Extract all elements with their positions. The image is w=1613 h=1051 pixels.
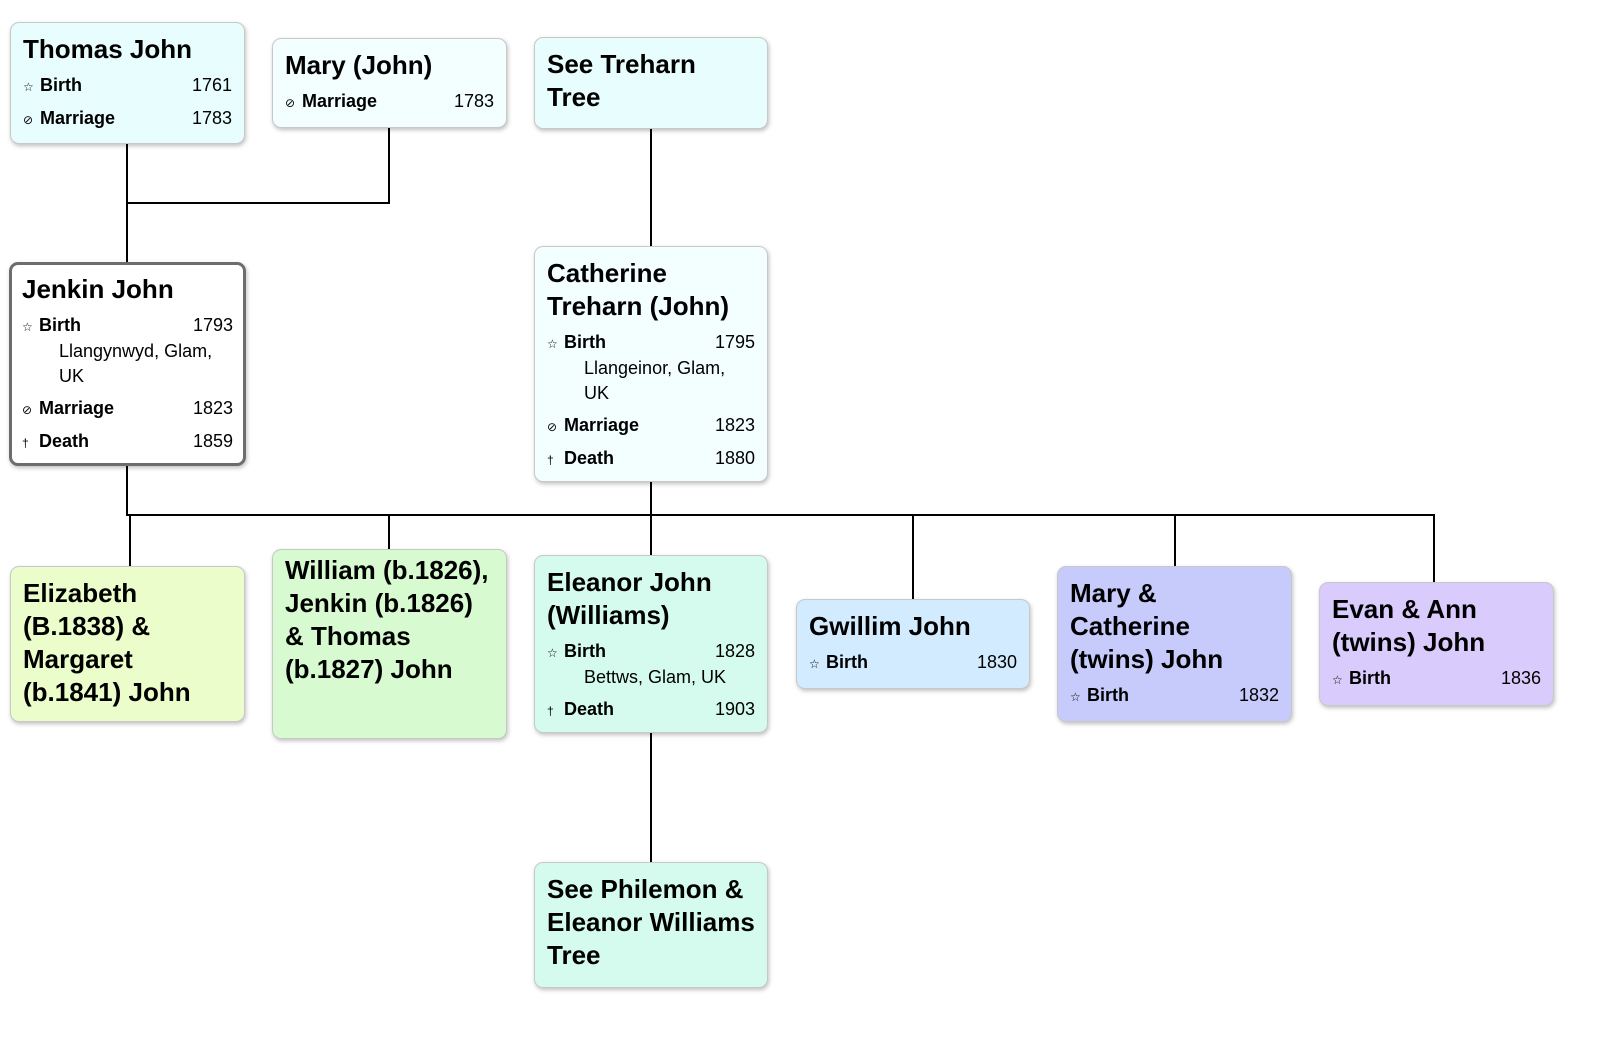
- birth-star-icon: ☆: [23, 80, 34, 94]
- person-name: See Philemon & Eleanor Williams Tree: [547, 874, 755, 970]
- person-name: Elizabeth (B.1838) & Margaret (b.1841) J…: [23, 578, 191, 707]
- event-birth: ☆Birth 1795: [547, 330, 755, 356]
- person-name: Mary (John): [285, 50, 433, 80]
- marriage-rings-icon: ⊘: [23, 113, 34, 127]
- event-death: †Death 1880: [547, 446, 755, 472]
- birth-star-icon: ☆: [22, 320, 33, 334]
- person-card-eleanor-john[interactable]: Eleanor John (Williams) ☆Birth 1828 Bett…: [534, 555, 768, 733]
- event-death: †Death 1903: [547, 697, 755, 723]
- person-name: See Treharn Tree: [547, 49, 696, 112]
- event-marriage: ⊘Marriage 1823: [547, 413, 755, 439]
- birth-star-icon: ☆: [1332, 673, 1343, 687]
- person-card-mary-catherine-twins[interactable]: Mary & Catherine (twins) John ☆Birth 183…: [1057, 566, 1292, 722]
- event-birth: ☆Birth 1761: [23, 73, 232, 99]
- event-birth: ☆Birth 1830: [809, 650, 1017, 676]
- marriage-rings-icon: ⊘: [22, 403, 33, 417]
- see-philemon-eleanor-tree-card[interactable]: See Philemon & Eleanor Williams Tree: [534, 862, 768, 988]
- person-name: Evan & Ann (twins) John: [1332, 594, 1486, 657]
- person-name: Eleanor John (Williams): [547, 567, 712, 630]
- person-card-elizabeth-margaret[interactable]: Elizabeth (B.1838) & Margaret (b.1841) J…: [10, 566, 245, 722]
- death-cross-icon: †: [547, 704, 554, 718]
- person-name: Gwillim John: [809, 611, 971, 641]
- event-birth: ☆Birth 1793: [22, 313, 233, 339]
- event-marriage: ⊘Marriage 1783: [285, 89, 494, 115]
- person-card-william-jenkin-thomas[interactable]: William (b.1826), Jenkin (b.1826) & Thom…: [272, 549, 507, 739]
- birth-star-icon: ☆: [547, 337, 558, 351]
- person-name: Jenkin John: [22, 274, 174, 304]
- birth-star-icon: ☆: [1070, 690, 1081, 704]
- event-marriage: ⊘Marriage 1783: [23, 106, 232, 132]
- person-name: William (b.1826), Jenkin (b.1826) & Thom…: [285, 555, 489, 684]
- death-cross-icon: †: [547, 453, 554, 467]
- person-card-catherine-treharn[interactable]: Catherine Treharn (John) ☆Birth 1795 Lla…: [534, 246, 768, 482]
- event-birth: ☆Birth 1828: [547, 639, 755, 665]
- person-name: Thomas John: [23, 34, 193, 64]
- marriage-rings-icon: ⊘: [547, 420, 558, 434]
- death-cross-icon: †: [22, 436, 29, 450]
- see-treharn-tree-card[interactable]: See Treharn Tree: [534, 37, 768, 129]
- person-name: Catherine Treharn (John): [547, 258, 730, 321]
- person-card-gwillim-john[interactable]: Gwillim John ☆Birth 1830: [796, 599, 1030, 689]
- person-card-mary-john[interactable]: Mary (John) ⊘Marriage 1783: [272, 38, 507, 128]
- marriage-rings-icon: ⊘: [285, 96, 296, 110]
- person-card-thomas-john[interactable]: Thomas John ☆Birth 1761 ⊘Marriage 1783: [10, 22, 245, 144]
- birth-place: Llangeinor, Glam, UK: [584, 358, 726, 403]
- person-card-evan-ann-twins[interactable]: Evan & Ann (twins) John ☆Birth 1836: [1319, 582, 1554, 706]
- birth-place: Llangynwyd, Glam, UK: [59, 341, 213, 386]
- event-birth: ☆Birth 1832: [1070, 683, 1279, 709]
- event-birth: ☆Birth 1836: [1332, 666, 1541, 692]
- event-marriage: ⊘Marriage 1823: [22, 396, 233, 422]
- person-name: Mary & Catherine (twins) John: [1070, 578, 1224, 674]
- birth-star-icon: ☆: [547, 646, 558, 660]
- birth-place: Bettws, Glam, UK: [584, 667, 727, 687]
- birth-star-icon: ☆: [809, 657, 820, 671]
- event-death: †Death 1859: [22, 429, 233, 455]
- person-card-jenkin-john[interactable]: Jenkin John ☆Birth 1793 Llangynwyd, Glam…: [9, 262, 246, 466]
